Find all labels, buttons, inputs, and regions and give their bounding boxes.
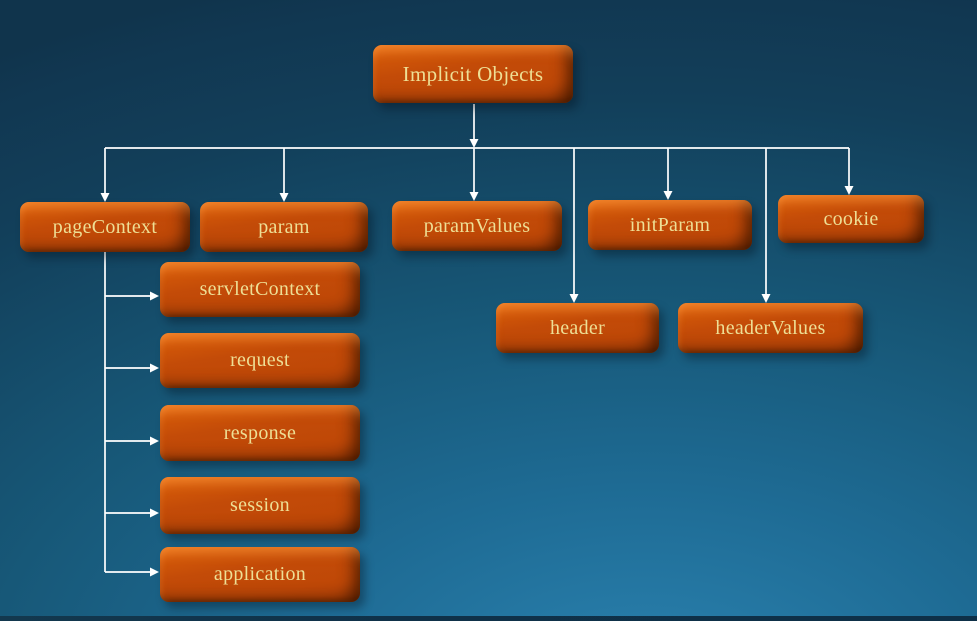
node-pagecontext: pageContext — [20, 202, 190, 252]
node-paramvalues: paramValues — [392, 201, 562, 251]
node-initparam: initParam — [588, 200, 752, 250]
node-label: headerValues — [715, 316, 826, 339]
node-label: response — [223, 421, 297, 444]
node-label: initParam — [629, 213, 711, 236]
node-label: pageContext — [52, 215, 158, 238]
node-label: header — [549, 316, 606, 339]
slide-bottom-edge — [0, 616, 977, 621]
node-header: header — [496, 303, 659, 353]
node-label: Implicit Objects — [402, 61, 544, 86]
node-response: response — [160, 405, 360, 461]
node-label: request — [230, 349, 290, 371]
node-headervalues: headerValues — [678, 303, 863, 353]
node-label: application — [213, 563, 307, 585]
node-servletcontext: servletContext — [160, 262, 360, 317]
node-label: paramValues — [423, 214, 531, 237]
node-label: cookie — [823, 207, 879, 230]
node-application: application — [160, 547, 360, 602]
node-label: servletContext — [199, 278, 321, 300]
node-label: param — [258, 215, 310, 238]
node-cookie: cookie — [778, 195, 924, 243]
node-param: param — [200, 202, 368, 252]
node-session: session — [160, 477, 360, 534]
node-request: request — [160, 333, 360, 388]
node-implicit-objects: Implicit Objects — [373, 45, 573, 103]
node-label: session — [230, 494, 290, 516]
